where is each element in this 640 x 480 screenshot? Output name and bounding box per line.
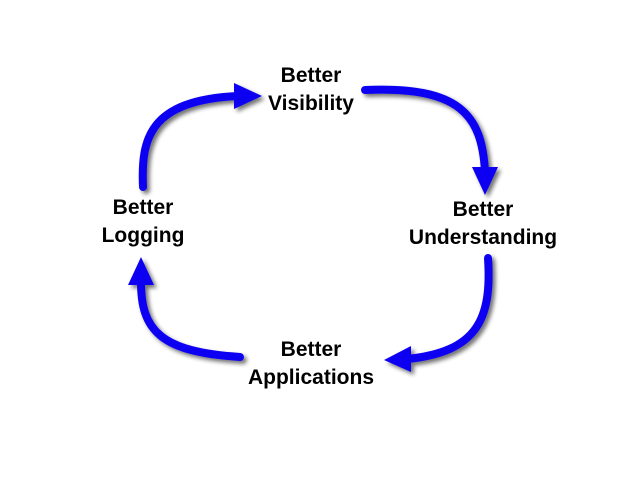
node-better-understanding: Better Understanding [409, 198, 557, 249]
node-label-line1: Better [281, 64, 342, 87]
arrow-head-icon [384, 346, 411, 372]
node-better-logging: Better Logging [102, 196, 185, 247]
arrow-shaft [137, 278, 244, 361]
arrow-head-icon [234, 83, 262, 109]
node-label-line1: Better [113, 196, 174, 219]
node-label-line1: Better [281, 338, 342, 361]
node-better-visibility: Better Visibility [268, 64, 354, 115]
arrow-head-icon [472, 167, 498, 195]
arrow-shaft [361, 85, 489, 176]
arrow-understanding-to-applications [384, 254, 493, 372]
node-label-line2: Visibility [268, 92, 354, 115]
arrow-logging-to-visibility [138, 83, 262, 191]
node-label-line1: Better [453, 198, 514, 221]
arrow-head-icon [128, 257, 154, 285]
node-label-line2: Understanding [409, 226, 557, 249]
arrow-applications-to-logging [128, 257, 244, 361]
node-better-applications: Better Applications [248, 338, 374, 389]
node-label-line2: Applications [248, 366, 374, 389]
arrow-shaft [403, 254, 493, 363]
arrow-visibility-to-understanding [361, 85, 498, 195]
node-label-line2: Logging [102, 224, 185, 247]
arrow-shaft [138, 92, 242, 191]
